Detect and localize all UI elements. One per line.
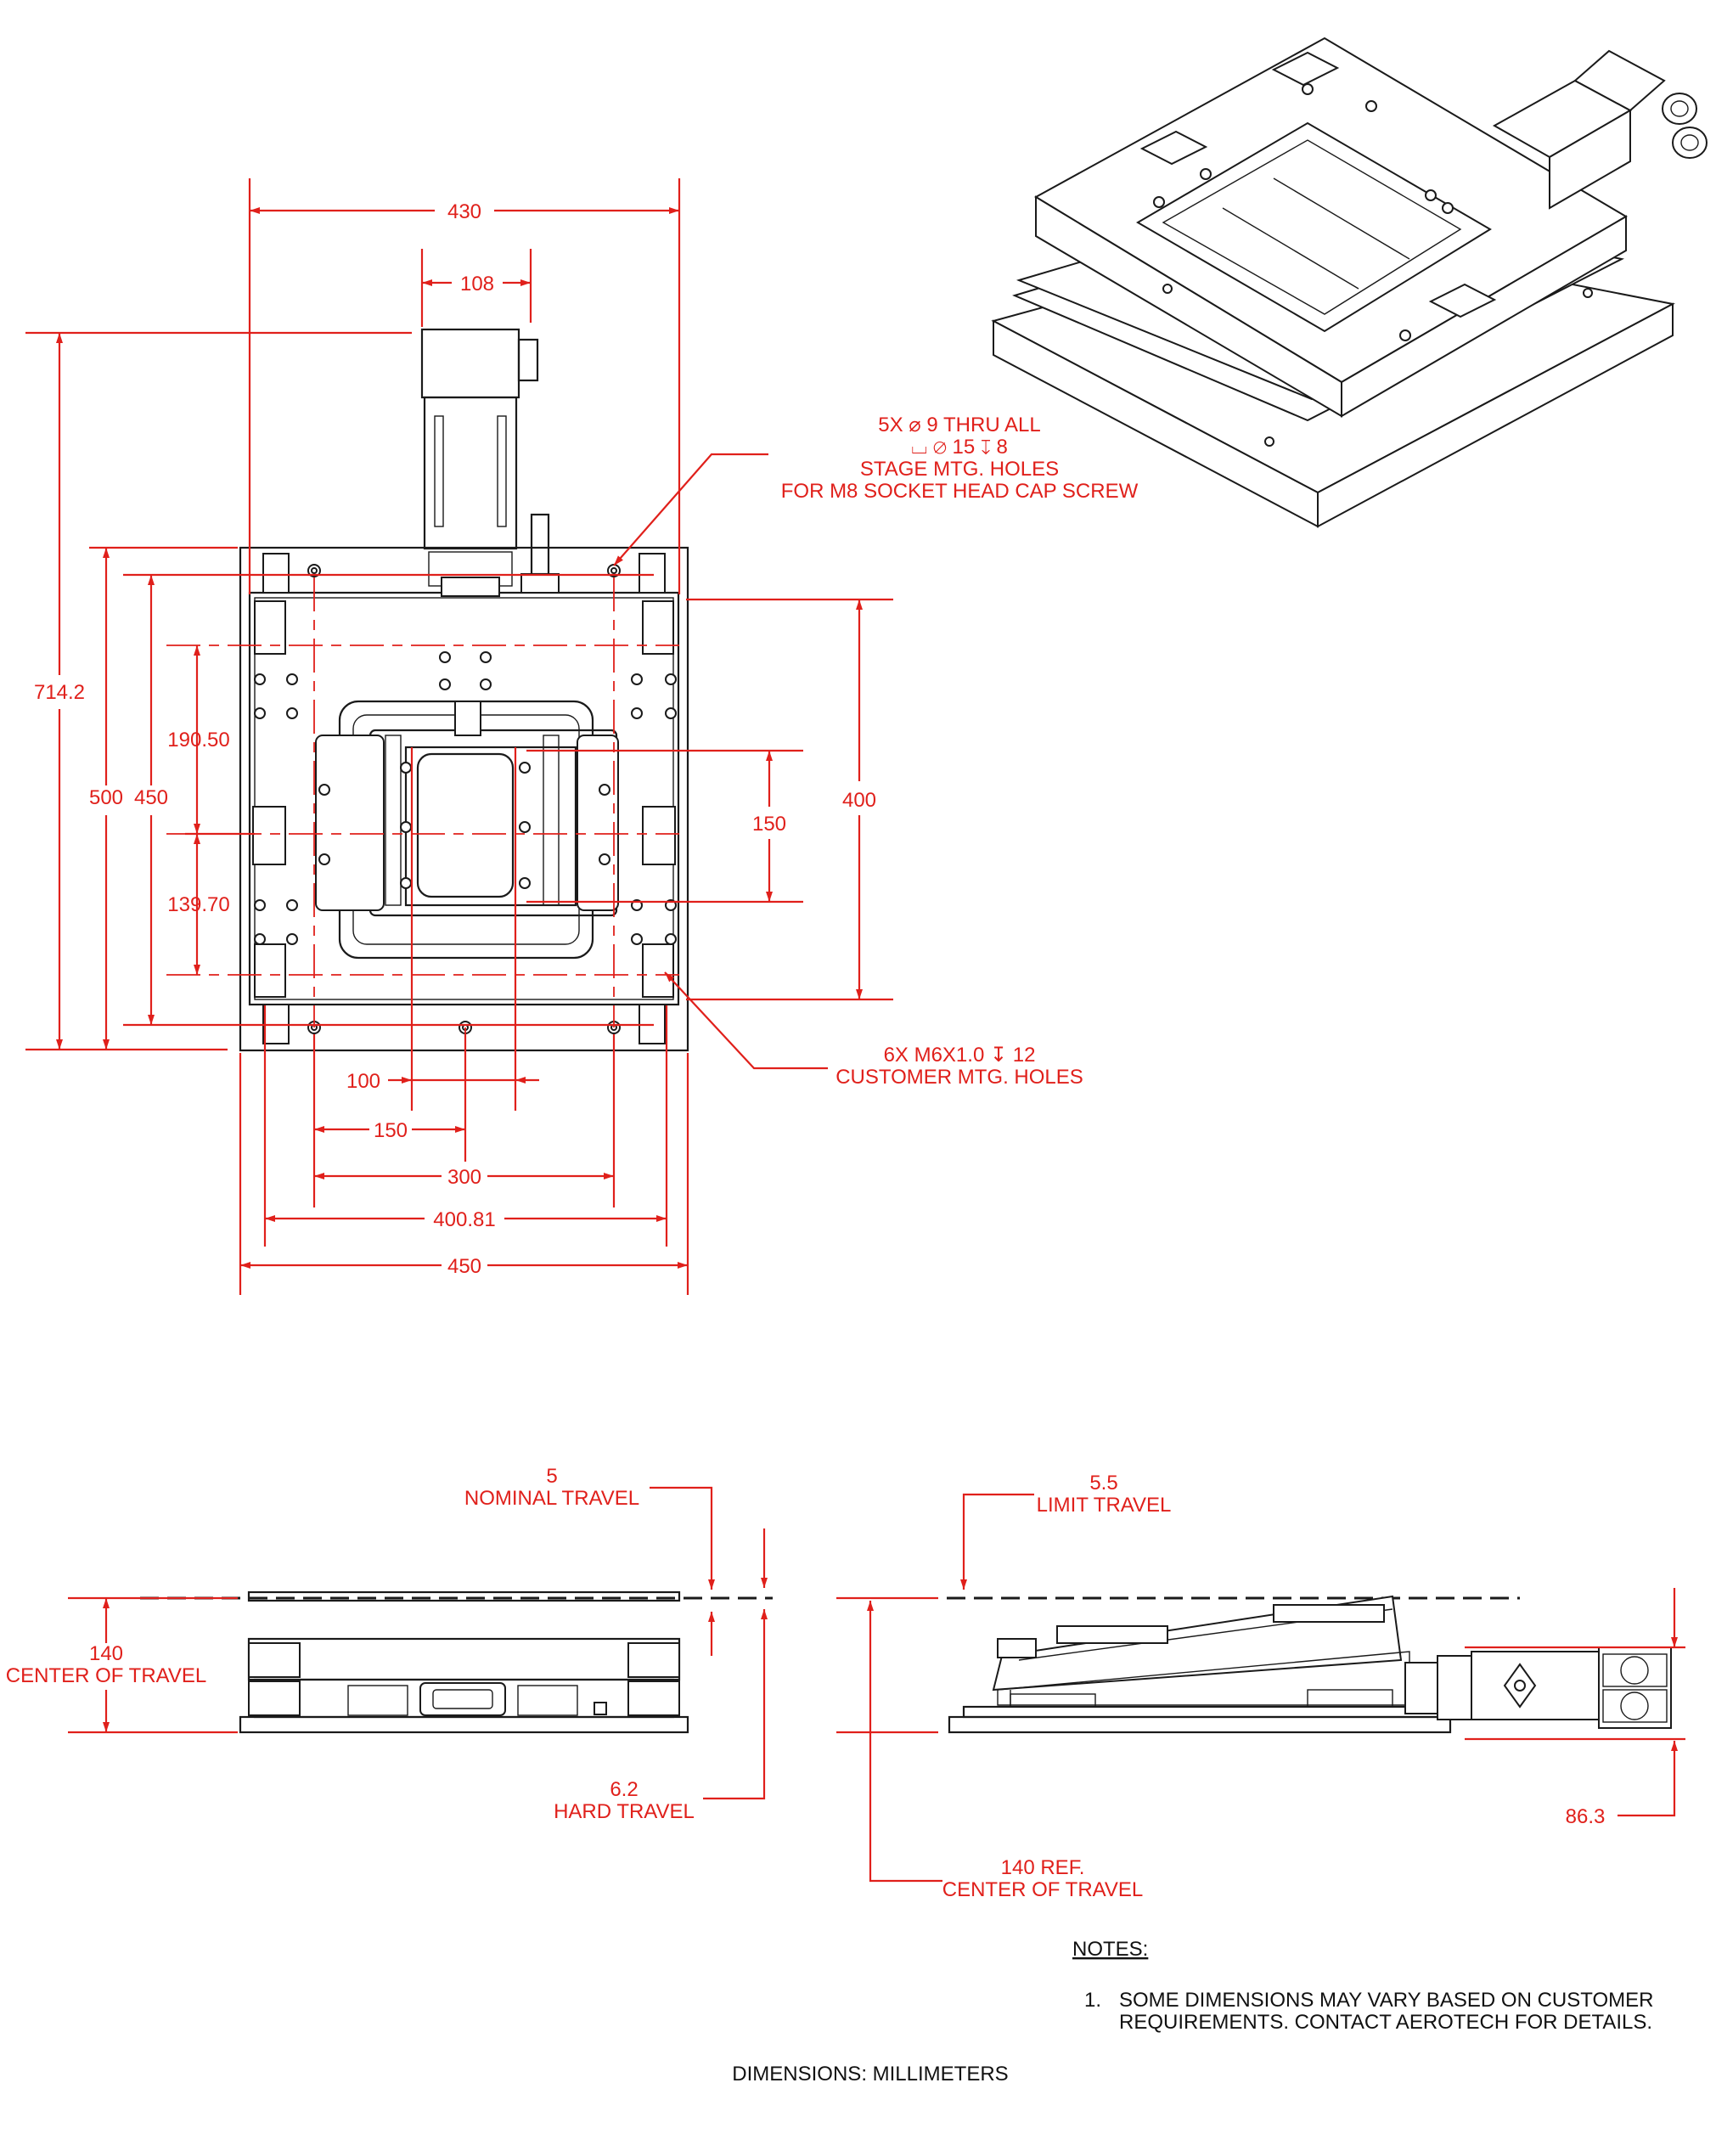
front-center-value: 140 [89, 1642, 123, 1665]
stage-holes-note: 5X ⌀ 9 THRU ALL ⌴ ⌀ 15 ↧ 8 STAGE MTG. HO… [781, 414, 1139, 503]
notes-title: NOTES: [1072, 1938, 1148, 1961]
dim-190-50: 190.50 [167, 729, 229, 752]
svg-text:⌴ ⌀ 15 ↧ 8: ⌴ ⌀ 15 ↧ 8 [911, 436, 1008, 459]
units-label: DIMENSIONS: MILLIMETERS [732, 2063, 1008, 2086]
front-view: 140 CENTER OF TRAVEL 5 NOMINAL TRAVEL 6.… [6, 1465, 773, 1823]
dim-430: 430 [447, 200, 481, 223]
front-center-label: CENTER OF TRAVEL [6, 1664, 206, 1687]
svg-text:STAGE MTG. HOLES: STAGE MTG. HOLES [860, 458, 1059, 481]
iso-aperture [1136, 121, 1492, 333]
svg-text:6X M6X1.0 ↧ 12: 6X M6X1.0 ↧ 12 [884, 1044, 1036, 1067]
dim-400-81: 400.81 [433, 1208, 495, 1231]
motor-housing [420, 328, 520, 399]
dim-150-vertical: 150 [752, 813, 786, 836]
note-line-1: SOME DIMENSIONS MAY VARY BASED ON CUSTOM… [1119, 1989, 1653, 2012]
dim-150-horizontal: 150 [374, 1119, 408, 1142]
ref-center-value: 140 REF. [1001, 1856, 1085, 1879]
side-view: 5.5 LIMIT TRAVEL 140 REF. CENTER OF TRAV… [836, 1472, 1685, 1901]
notes: NOTES: 1. SOME DIMENSIONS MAY VARY BASED… [732, 1938, 1653, 2086]
dim-400-vertical: 400 [842, 789, 876, 812]
aperture [416, 752, 515, 898]
dim-714-2: 714.2 [34, 681, 85, 704]
motor-body [423, 396, 518, 550]
top-view: 430 108 714.2 500 450 190.50 139.70 [25, 178, 1139, 1295]
front-base [239, 1715, 689, 1734]
customer-holes-note: 6X M6X1.0 ↧ 12 CUSTOMER MTG. HOLES [835, 1044, 1083, 1089]
nominal-travel-label: NOMINAL TRAVEL [464, 1487, 639, 1510]
dim-86-3: 86.3 [1566, 1805, 1606, 1828]
ref-center-label: CENTER OF TRAVEL [942, 1878, 1143, 1901]
svg-text:5X ⌀ 9 THRU ALL: 5X ⌀ 9 THRU ALL [878, 414, 1040, 436]
dim-139-70: 139.70 [167, 893, 229, 916]
side-base [948, 1715, 1452, 1734]
limit-travel-value: 5.5 [1089, 1472, 1117, 1495]
dim-108: 108 [460, 273, 494, 296]
note-line-2: REQUIREMENTS. CONTACT AEROTECH FOR DETAI… [1119, 2011, 1652, 2034]
hard-travel-value: 6.2 [610, 1778, 638, 1801]
svg-text:CUSTOMER MTG. HOLES: CUSTOMER MTG. HOLES [835, 1066, 1083, 1089]
svg-text:FOR M8 SOCKET HEAD CAP SCREW: FOR M8 SOCKET HEAD CAP SCREW [781, 480, 1139, 503]
nominal-travel-value: 5 [546, 1465, 557, 1488]
isometric-view [991, 37, 1708, 528]
dim-300: 300 [447, 1166, 481, 1189]
dim-450-vertical: 450 [134, 786, 168, 809]
note-number: 1. [1084, 1989, 1101, 2012]
dim-100: 100 [346, 1070, 380, 1093]
limit-travel-label: LIMIT TRAVEL [1037, 1494, 1172, 1517]
dim-450-bottom: 450 [447, 1255, 481, 1278]
dim-500: 500 [89, 786, 123, 809]
hard-travel-label: HARD TRAVEL [554, 1800, 695, 1823]
